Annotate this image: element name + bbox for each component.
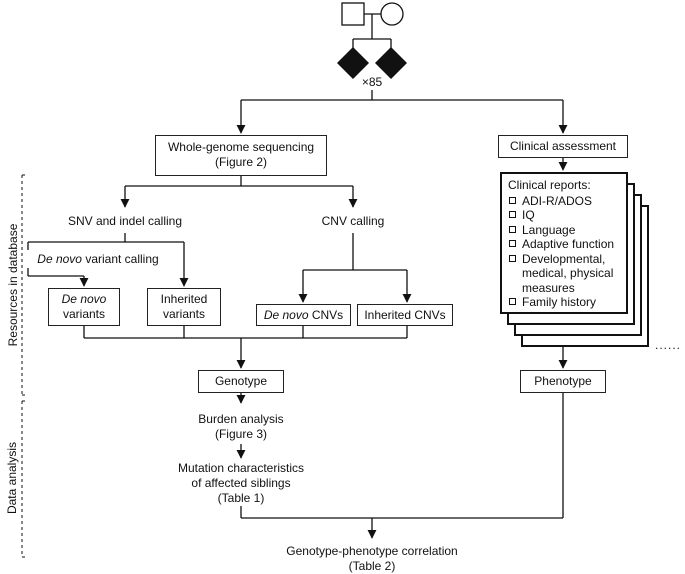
correlation-ref: (Table 2) (348, 559, 396, 573)
mutation-ref: (Table 1) (217, 491, 265, 505)
report-item: Developmental, medical, physical measure… (508, 252, 620, 296)
inherited-variants-line2: variants (162, 307, 206, 321)
clinical-assessment-box: Clinical assessment (498, 135, 628, 158)
inherited-variants-line1: Inherited (160, 292, 208, 306)
cnv-calling-label: CNV calling (321, 214, 385, 228)
genotype-box: Genotype (198, 370, 284, 393)
clinical-reports-title: Clinical reports: (508, 178, 591, 192)
de-novo-variants-box: De novo variants (48, 288, 120, 326)
clinical-assessment-label: Clinical assessment (509, 139, 617, 153)
clinical-reports-card: Clinical reports: ADI-R/ADOS IQ Language… (500, 172, 628, 314)
inherited-variants-box: Inherited variants (147, 288, 221, 326)
burden-analysis-ref: (Figure 3) (214, 427, 267, 441)
wgs-title: Whole-genome sequencing (167, 140, 315, 154)
resources-in-database-label: Resources in database (6, 223, 20, 347)
wgs-ref: (Figure 2) (214, 155, 267, 169)
burden-analysis-label: Burden analysis (Figure 3) (171, 412, 311, 442)
mutation-characteristics-label: Mutation characteristics of affected sib… (161, 461, 321, 506)
de-novo-italic: De novo (37, 252, 82, 266)
de-novo-variants-italic: De novo (61, 292, 107, 306)
de-novo-variants-text: variants (62, 307, 106, 321)
report-item: Adaptive function (508, 237, 620, 252)
report-item: IQ (508, 208, 620, 223)
de-novo-cnvs-box: De novo CNVs (256, 304, 351, 326)
inherited-cnvs-label: Inherited CNVs (364, 308, 446, 322)
report-item: ADI-R/ADOS (508, 194, 620, 209)
mutation-line2: of affected siblings (191, 476, 291, 490)
wgs-box: Whole-genome sequencing (Figure 2) (155, 135, 327, 176)
affected-sibling-diamond-icon (337, 47, 369, 79)
clinical-reports-list: ADI-R/ADOS IQ Language Adaptive function… (508, 194, 620, 310)
snv-indel-calling-label: SNV and indel calling (67, 214, 183, 228)
mutation-line1: Mutation characteristics (177, 461, 305, 475)
phenotype-box: Phenotype (520, 370, 606, 393)
de-novo-cnvs-text: CNVs (308, 308, 344, 322)
side-brackets (21, 174, 28, 558)
affected-sibling-diamond-icon (375, 47, 407, 79)
family-count-label: ×85 (361, 75, 383, 89)
report-item: Language (508, 223, 620, 238)
inherited-cnvs-box: Inherited CNVs (357, 304, 453, 326)
father-square-icon (341, 2, 365, 26)
more-reports-dots: ...... (654, 338, 681, 352)
mother-circle-icon (380, 2, 404, 26)
report-item: Family history (508, 295, 620, 310)
data-analysis-label: Data analysis (5, 441, 19, 515)
de-novo-variant-calling-label: De novo variant calling (32, 252, 164, 267)
phenotype-label: Phenotype (534, 374, 592, 388)
variant-calling-text: variant calling (81, 252, 159, 266)
de-novo-cnvs-italic: De novo (263, 308, 309, 322)
genotype-label: Genotype (214, 374, 268, 388)
burden-analysis-title: Burden analysis (198, 412, 284, 426)
genotype-phenotype-correlation-label: Genotype-phenotype correlation (Table 2) (272, 544, 472, 574)
correlation-title: Genotype-phenotype correlation (286, 544, 458, 558)
